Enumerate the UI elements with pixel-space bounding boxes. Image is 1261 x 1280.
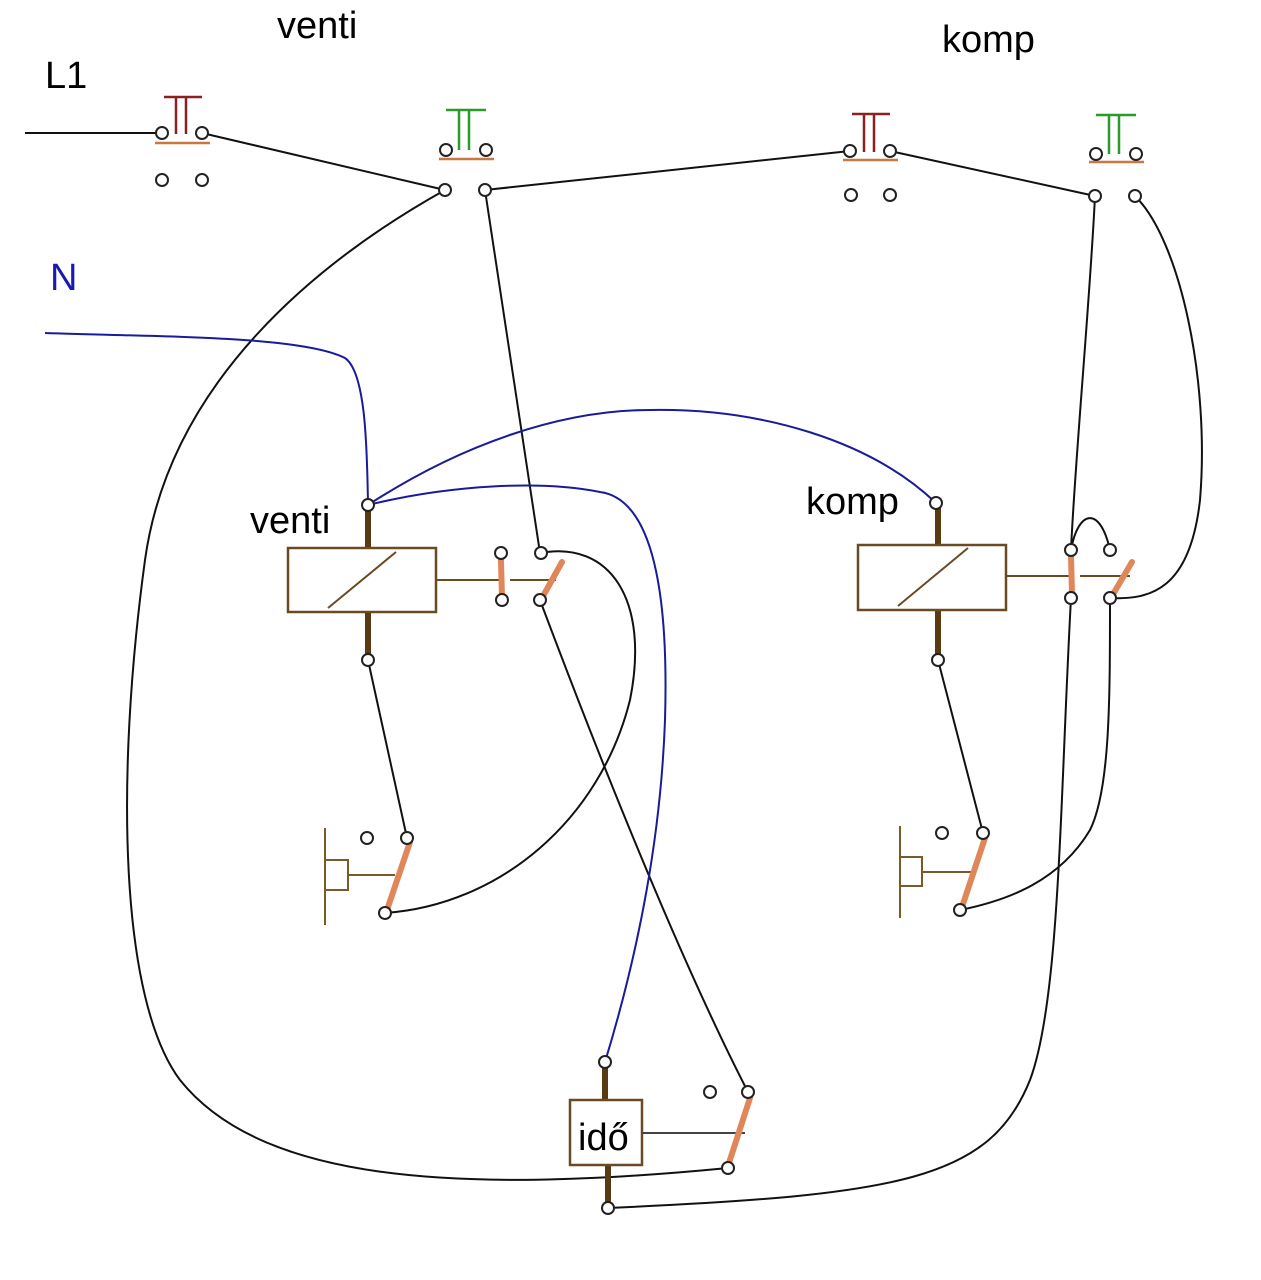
- venti-manual-switch: [324, 828, 414, 925]
- venti-top-label: venti: [277, 5, 357, 47]
- wires: [25, 132, 1203, 1209]
- komp-contacts: [1064, 543, 1135, 605]
- komp-stop-button: [843, 112, 898, 202]
- l1-label: L1: [45, 55, 87, 97]
- venti-coil: [286, 498, 556, 667]
- komp-coil-label: komp: [806, 481, 899, 523]
- neutral-wires: [44, 332, 937, 1063]
- n-label: N: [50, 257, 77, 299]
- venti-coil-label: venti: [250, 500, 330, 542]
- komp-top-label: komp: [942, 19, 1035, 61]
- komp-manual-switch: [899, 826, 990, 918]
- timer-label: idő: [578, 1117, 629, 1159]
- venti-stop-button: [155, 95, 210, 187]
- timer-relay: idő: [568, 1055, 755, 1215]
- komp-start-button: [1088, 113, 1144, 203]
- venti-start-button: [438, 108, 494, 197]
- venti-contacts: [494, 546, 565, 607]
